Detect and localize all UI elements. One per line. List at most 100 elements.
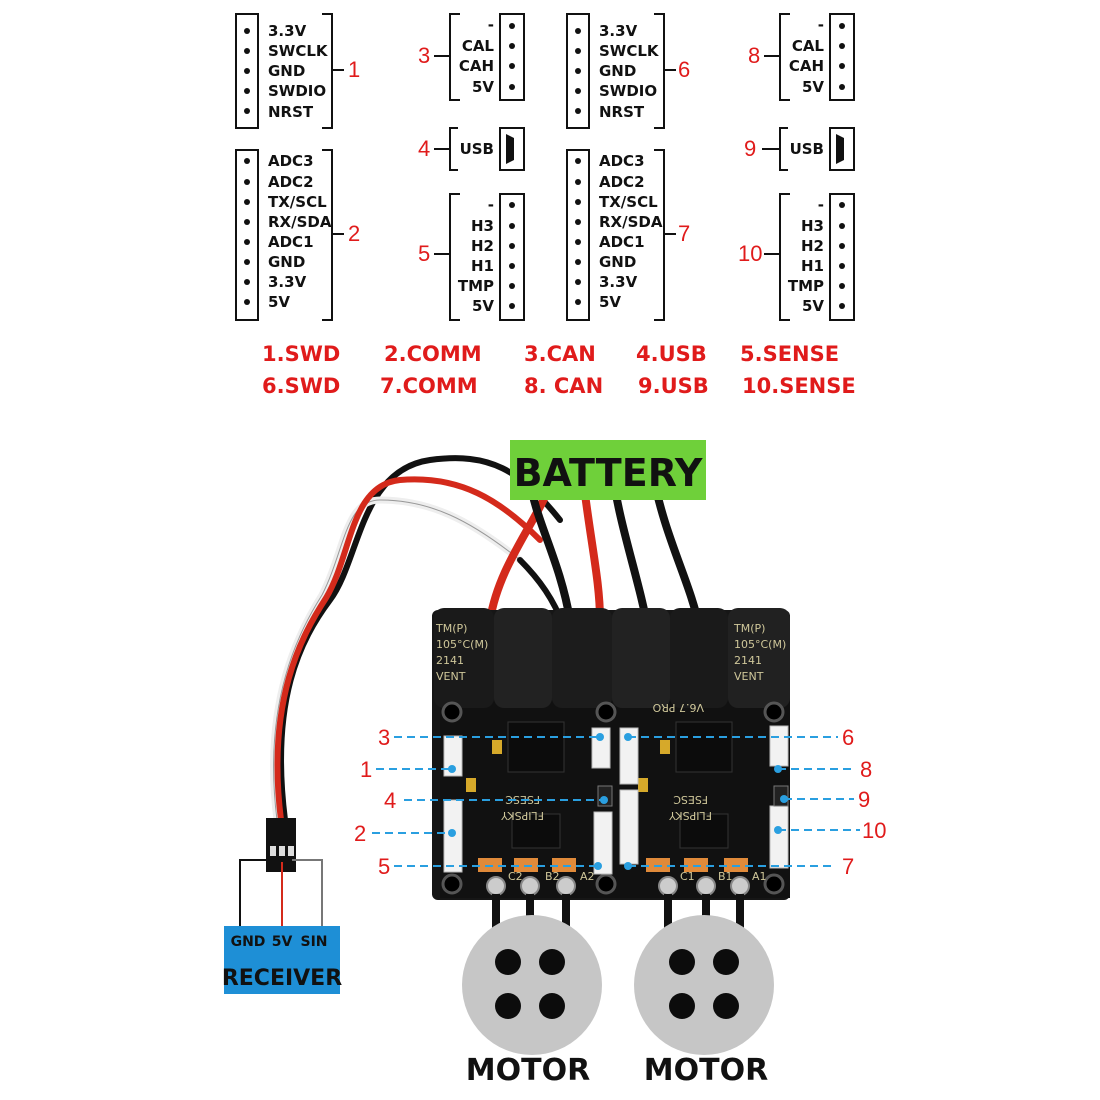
silk-c2: C2 (508, 870, 523, 883)
connector-10: 10 - H3 H2 H1 TMP 5V (738, 193, 855, 321)
c7-pin-4: ADC1 (599, 233, 645, 251)
c3-pin-3: 5V (472, 78, 494, 96)
c6-pin-0: 3.3V (599, 22, 638, 40)
legend-6: 6.SWD (262, 374, 340, 398)
cap-text-0b: TM(P) (733, 622, 765, 635)
cap-text-3: VENT (436, 670, 466, 683)
c1-pin-2: GND (268, 62, 305, 80)
c7-number: 7 (678, 221, 690, 246)
connector-7: ADC3 ADC2 TX/SCL RX/SDA ADC1 GND 3.3V 5V… (566, 149, 690, 321)
callout-7: 7 (842, 854, 854, 879)
legend-10: 10.SENSE (742, 374, 856, 398)
cap-text-1: 105°C(M) (436, 638, 488, 651)
legend-2: 2.COMM (384, 342, 482, 366)
connector-3: 3 - CAL CAH 5V (418, 13, 525, 101)
silk-version: V6.7 PRO (652, 701, 704, 714)
cap-text-3b: VENT (734, 670, 764, 683)
legend-9: 9.USB (638, 374, 709, 398)
cap-text-0: TM(P) (435, 622, 467, 635)
c5-pin-2: H2 (471, 237, 494, 255)
motor-right: MOTOR (634, 915, 774, 1088)
c9-label: USB (790, 140, 824, 158)
c2-number: 2 (348, 221, 360, 246)
board-callouts-left (372, 736, 604, 867)
c10-pin-4: TMP (788, 277, 824, 295)
c2-pin-2: TX/SCL (268, 193, 327, 211)
capacitor-bank: TM(P) 105°C(M) 2141 VENT TM(P) 105°C(M) … (434, 608, 790, 708)
c8-pin-2: CAH (789, 57, 824, 75)
usb-port-icon (506, 134, 514, 164)
callout-1: 1 (360, 757, 372, 782)
c8-pin-0: - (818, 16, 824, 34)
connector-9: 9 USB (744, 127, 855, 171)
silk-c1: C1 (680, 870, 695, 883)
c6-number: 6 (678, 57, 690, 82)
connector-4: 4 USB (418, 127, 525, 171)
usb-port-icon (836, 134, 844, 164)
c4-label: USB (460, 140, 494, 158)
connector-1: 3.3V SWCLK GND SWDIO NRST 1 (235, 13, 360, 129)
c7-pin-2: TX/SCL (599, 193, 658, 211)
c10-pin-1: H3 (801, 217, 824, 235)
c2-pin-0: ADC3 (268, 152, 314, 170)
board-callouts-right (628, 736, 860, 867)
cap-text-2: 2141 (436, 654, 464, 667)
c10-number: 10 (738, 241, 762, 266)
battery-text: BATTERY (514, 451, 703, 495)
c2-pin-7: 5V (268, 293, 290, 311)
c1-pin-4: NRST (268, 103, 314, 121)
silk-a1: A1 (752, 870, 767, 883)
c3-pin-0: - (488, 16, 494, 34)
c6-pin-1: SWCLK (599, 42, 660, 60)
c7-pin-6: 3.3V (599, 273, 638, 291)
c2-pin-6: 3.3V (268, 273, 307, 291)
connector-5: 5 - H3 H2 H1 TMP 5V (418, 193, 525, 321)
c8-number: 8 (748, 43, 760, 68)
silk-a2: A2 (580, 870, 595, 883)
c7-pin-7: 5V (599, 293, 621, 311)
jst-connectors (443, 725, 789, 875)
mcu-chips (466, 721, 733, 849)
c5-number: 5 (418, 241, 430, 266)
receiver-plug (239, 818, 323, 928)
c5-pin-5: 5V (472, 297, 494, 315)
c3-number: 3 (418, 43, 430, 68)
c8-pin-3: 5V (802, 78, 824, 96)
c6-pin-3: SWDIO (599, 82, 657, 100)
c5-pin-3: H1 (471, 257, 494, 275)
c5-pin-4: TMP (458, 277, 494, 295)
c10-pin-5: 5V (802, 297, 824, 315)
c1-pin-3: SWDIO (268, 82, 326, 100)
c7-pin-3: RX/SDA (599, 213, 663, 231)
c9-number: 9 (744, 136, 756, 161)
c4-number: 4 (418, 136, 430, 161)
cap-text-1b: 105°C(M) (734, 638, 786, 651)
legend-4: 4.USB (636, 342, 707, 366)
c7-pin-5: GND (599, 253, 636, 271)
c10-pin-0: - (818, 196, 824, 214)
connector-8: 8 - CAL CAH 5V (748, 13, 855, 101)
c3-pin-1: CAL (462, 37, 495, 55)
callout-2: 2 (354, 821, 366, 846)
callout-9: 9 (858, 787, 870, 812)
silk-b2: B2 (545, 870, 560, 883)
c5-pin-0: - (488, 196, 494, 214)
callout-10: 10 (862, 818, 886, 843)
legend-3: 3.CAN (524, 342, 596, 366)
c7-pin-0: ADC3 (599, 152, 645, 170)
c1-pin-1: SWCLK (268, 42, 329, 60)
receiver-title: RECEIVER (222, 966, 342, 991)
receiver-cable (270, 455, 583, 824)
receiver-pin-sin: SIN (300, 934, 327, 950)
connector-2: ADC3 ADC2 TX/SCL RX/SDA ADC1 GND 3.3V 5V… (235, 149, 360, 321)
c2-pin-1: ADC2 (268, 173, 314, 191)
silk-b1: B1 (718, 870, 733, 883)
callout-5: 5 (378, 854, 390, 879)
c3-pin-2: CAH (459, 57, 494, 75)
c10-pin-3: H1 (801, 257, 824, 275)
legend-8: 8. CAN (524, 374, 603, 398)
silk-flipsky-2: FLIPSKY (669, 809, 712, 822)
receiver-pin-gnd: GND (231, 934, 266, 950)
legend-7: 7.COMM (380, 374, 478, 398)
